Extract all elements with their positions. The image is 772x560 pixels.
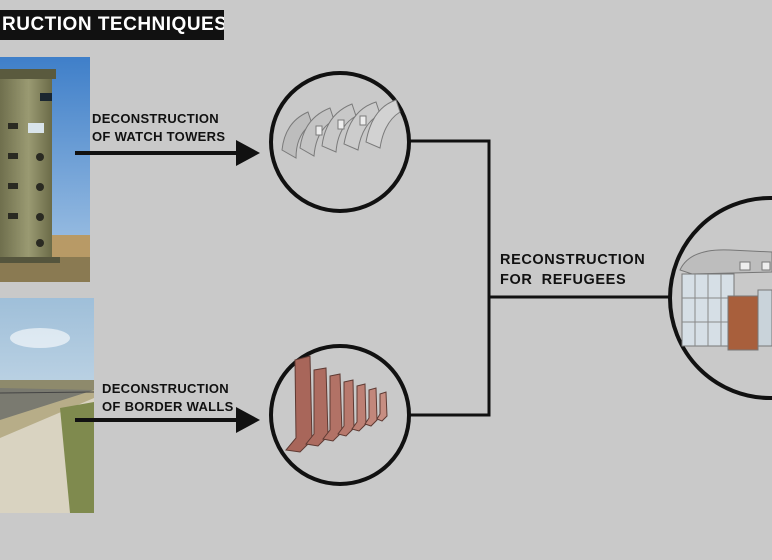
arch-module-icon xyxy=(281,99,401,159)
watch-towers-label: DECONSTRUCTION OF WATCH TOWERS xyxy=(92,110,225,146)
reconstruction-label-line2: FOR REFUGEES xyxy=(500,272,627,288)
border-walls-label-line1: DECONSTRUCTION xyxy=(102,381,229,396)
watch-towers-label-line1: DECONSTRUCTION xyxy=(92,111,219,126)
reconstruction-label-line1: RECONSTRUCTION xyxy=(500,252,646,268)
watch-tower-photo xyxy=(0,57,90,282)
border-wall-photo xyxy=(0,298,94,513)
watch-towers-label-line2: OF WATCH TOWERS xyxy=(92,129,226,144)
section-title: RUCTION TECHNIQUES xyxy=(0,10,224,40)
border-walls-label-line2: OF BORDER WALLS xyxy=(102,399,234,414)
border-walls-label: DECONSTRUCTION OF BORDER WALLS xyxy=(102,380,234,416)
shelter-icon xyxy=(679,249,772,351)
wall-module-icon xyxy=(285,355,388,453)
reconstruction-label: RECONSTRUCTION FOR REFUGEES xyxy=(500,250,645,290)
